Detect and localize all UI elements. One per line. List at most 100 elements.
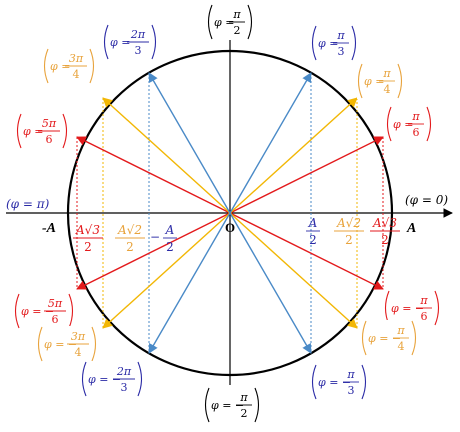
vector-neg-pi6 [229,212,384,290]
phase-numerator: 2π [130,28,146,41]
phase-label-q2_3pi4: φ =3π 4 [43,48,95,84]
tick-neg-half: − A 2 [150,223,177,254]
tick-pos-root2: A√2 2 [334,216,364,247]
paren-right [89,48,95,84]
tick-neg-half-den: 2 [166,240,174,254]
phase-denominator: 6 [46,133,53,146]
phase-label-q2_5pi6: φ =5π 6 [16,113,68,149]
paren-right [426,106,432,142]
phase-numerator: 5π [48,297,63,310]
phase-prefix: φ = − [211,399,244,412]
phase-numerator: π [419,294,428,307]
vector-neg-5pi6 [76,212,231,290]
tick-pos-root2-num: A√2 [336,216,361,230]
tick-pos-root3-den: 2 [381,233,389,247]
vector-pi4 [229,97,358,214]
origin-label: O [225,220,235,235]
paren-left [204,387,210,423]
phase-denominator: 3 [121,381,128,394]
phase-label-q3_2pi3: φ = −2π3 [81,361,143,397]
tick-neg-root3: A√3 2 [73,223,103,254]
tick-pos-root3: A√3 2 [370,216,400,247]
phase-denominator: 3 [338,45,345,58]
vector-neg-pi4 [229,212,358,329]
tick-neg-root2-num: A√2 [117,223,142,237]
phase-prefix: φ = [318,37,338,50]
phase-denominator: 3 [135,44,142,57]
paren-right [254,387,260,423]
phase-numerator: π [396,324,405,337]
phase-denominator: 3 [348,384,355,397]
phase-prefix: φ = [23,125,43,138]
phase-prefix: φ = [110,36,130,49]
phase-prefix: φ = − [391,302,424,315]
phase-label-top: φ =π 2 [207,4,253,40]
paren-left [311,364,317,400]
tick-neg-half-sign: − [150,230,160,244]
paren-left [37,326,43,362]
paren-left [81,361,87,397]
paren-left [311,25,317,61]
paren-left [103,24,109,60]
tick-pos-root3-num: A√3 [372,216,397,230]
vector-neg-pi3 [229,212,312,354]
paren-right [351,25,357,61]
vector-2pi3 [148,72,231,214]
phase-label-q3_3pi4: φ = −3π4 [37,326,97,362]
phase-numerator: π [382,67,391,80]
phase-prefix: φ = [364,75,384,88]
tick-neg-root3-num: A√3 [75,223,100,237]
paren-right [411,320,417,356]
phase-denominator: 2 [234,24,241,37]
phase-label-bottom: φ = −π 2 [204,387,260,423]
tick-neg-root3-den: 2 [84,240,92,254]
vector-neg-3pi4 [102,212,231,329]
paren-left [207,4,213,40]
phase-label-q1_pi3: φ =π 3 [311,25,357,61]
phase-prefix: φ = [393,118,413,131]
phase-denominator: 4 [75,346,82,359]
phase-label-q4_pi3: φ = −π3 [311,364,367,400]
tick-pos-half: A 2 [306,216,320,247]
paren-left [16,113,22,149]
phase-denominator: 6 [421,310,428,323]
phase-numerator: π [239,391,248,404]
paren-right [91,326,97,362]
paren-right [151,24,157,60]
phase-denominator: 4 [384,83,391,96]
phase-denominator: 2 [241,407,248,420]
phase-prefix: φ = [214,16,234,29]
phase-prefix: φ = − [318,376,351,389]
phase-prefix: φ = − [368,332,401,345]
phase-numerator: 2π [116,365,132,378]
phase-numerator: 3π [71,330,86,343]
phase-denominator: 4 [73,68,80,81]
paren-left [43,48,49,84]
phase-numerator: π [411,110,420,123]
phase-denominator: 6 [52,313,59,326]
paren-right [361,364,367,400]
paren-right [137,361,143,397]
phase-denominator: 4 [398,340,405,353]
label-phi-0: (φ = 0) [405,193,448,207]
phase-denominator: 6 [413,126,420,139]
tick-pos-root2-den: 2 [345,233,353,247]
neg-amplitude-label: -A [42,221,56,236]
phase-label-q4_pi4: φ = −π 4 [361,320,417,356]
tick-pos-half-den: 2 [309,233,317,247]
phase-numerator: π [232,8,241,21]
phase-prefix: φ = − [21,305,54,318]
phase-prefix: φ = [50,60,70,73]
phase-numerator: 5π [42,117,57,130]
phase-label-q3_5pi6: φ = −5π 6 [14,293,74,329]
phase-numerator: π [336,29,345,42]
tick-neg-half-num: A [165,223,175,237]
vector-5pi6 [76,136,231,214]
paren-left [357,63,363,99]
paren-right [434,290,440,326]
phase-label-q1_pi6: φ =π 6 [386,106,432,142]
phase-numerator: 3π [69,52,84,65]
paren-right [397,63,403,99]
